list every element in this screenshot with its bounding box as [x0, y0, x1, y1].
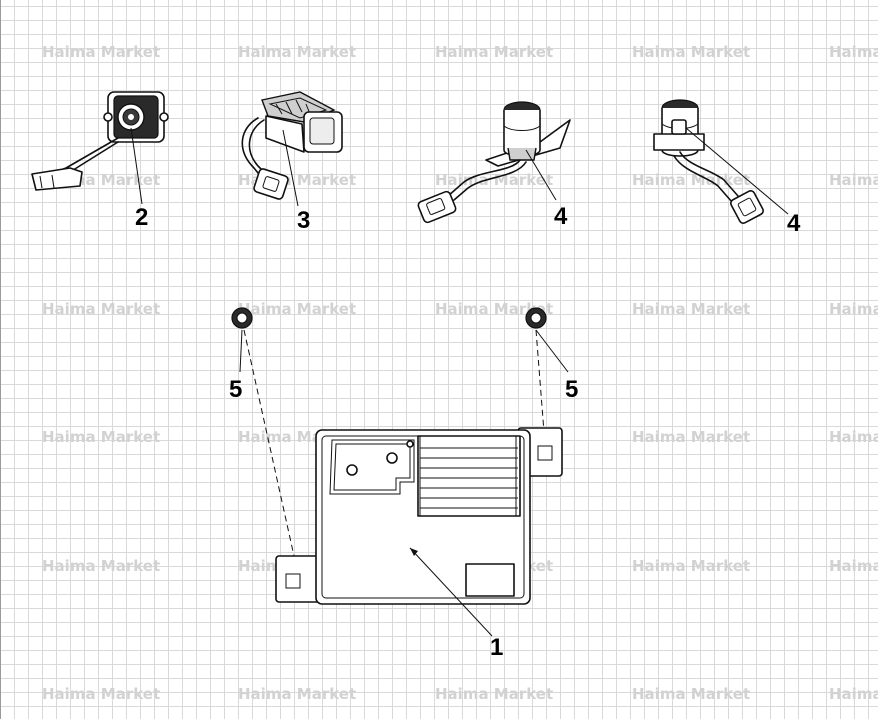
watermark: Haima Market: [42, 557, 161, 575]
watermark: Haima Market: [238, 300, 357, 318]
watermark: Haima Market: [435, 300, 554, 318]
callout-3: 3: [297, 207, 311, 234]
callout-2: 2: [135, 204, 149, 231]
callout-5-left: 5: [229, 376, 243, 403]
watermark: Haima Market: [435, 685, 554, 703]
camera-round-right-part: [653, 99, 764, 224]
leader-4-right: [685, 127, 789, 215]
control-module-part: [275, 427, 563, 637]
watermark: Haima Market: [829, 685, 878, 703]
callout-4-right: 4: [787, 210, 801, 237]
watermark: Haima Market: [632, 428, 751, 446]
watermark: Haima Market: [42, 300, 161, 318]
leader-2: [130, 127, 143, 205]
watermark: Haima Market: [829, 43, 878, 61]
callout-4-left: 4: [554, 203, 568, 230]
camera-bracket-part: [241, 91, 343, 200]
camera-square-part: [31, 91, 169, 191]
watermark: Haima Market: [42, 685, 161, 703]
watermark: Haima Market: [829, 171, 878, 189]
mounting-line-left: [243, 329, 295, 557]
leader-5-right: [535, 329, 569, 373]
nut-left-part: [231, 307, 253, 329]
watermark: Haima Market: [829, 428, 878, 446]
watermark: Haima Market: [829, 557, 878, 575]
watermark: Haima Market: [238, 685, 357, 703]
leader-4-left: [525, 149, 557, 201]
watermark: Haima Market: [632, 557, 751, 575]
callout-1: 1: [490, 634, 504, 661]
callout-5-right: 5: [565, 376, 579, 403]
watermark: Haima Market: [435, 171, 554, 189]
watermark: Haima Market: [632, 171, 751, 189]
watermark: Haima Market: [435, 43, 554, 61]
nut-right-part: [525, 307, 547, 329]
leader-3: [282, 129, 299, 207]
watermark: Haima Market: [42, 43, 161, 61]
watermark: Haima Market: [829, 300, 878, 318]
watermark: Haima Market: [632, 43, 751, 61]
watermark: Haima Market: [632, 300, 751, 318]
watermark: Haima Market: [42, 428, 161, 446]
watermark: Haima Market: [238, 43, 357, 61]
mounting-line-right: [535, 329, 545, 433]
camera-round-left-part: [417, 101, 571, 224]
leader-5-left: [239, 329, 243, 373]
watermark: Haima Market: [632, 685, 751, 703]
